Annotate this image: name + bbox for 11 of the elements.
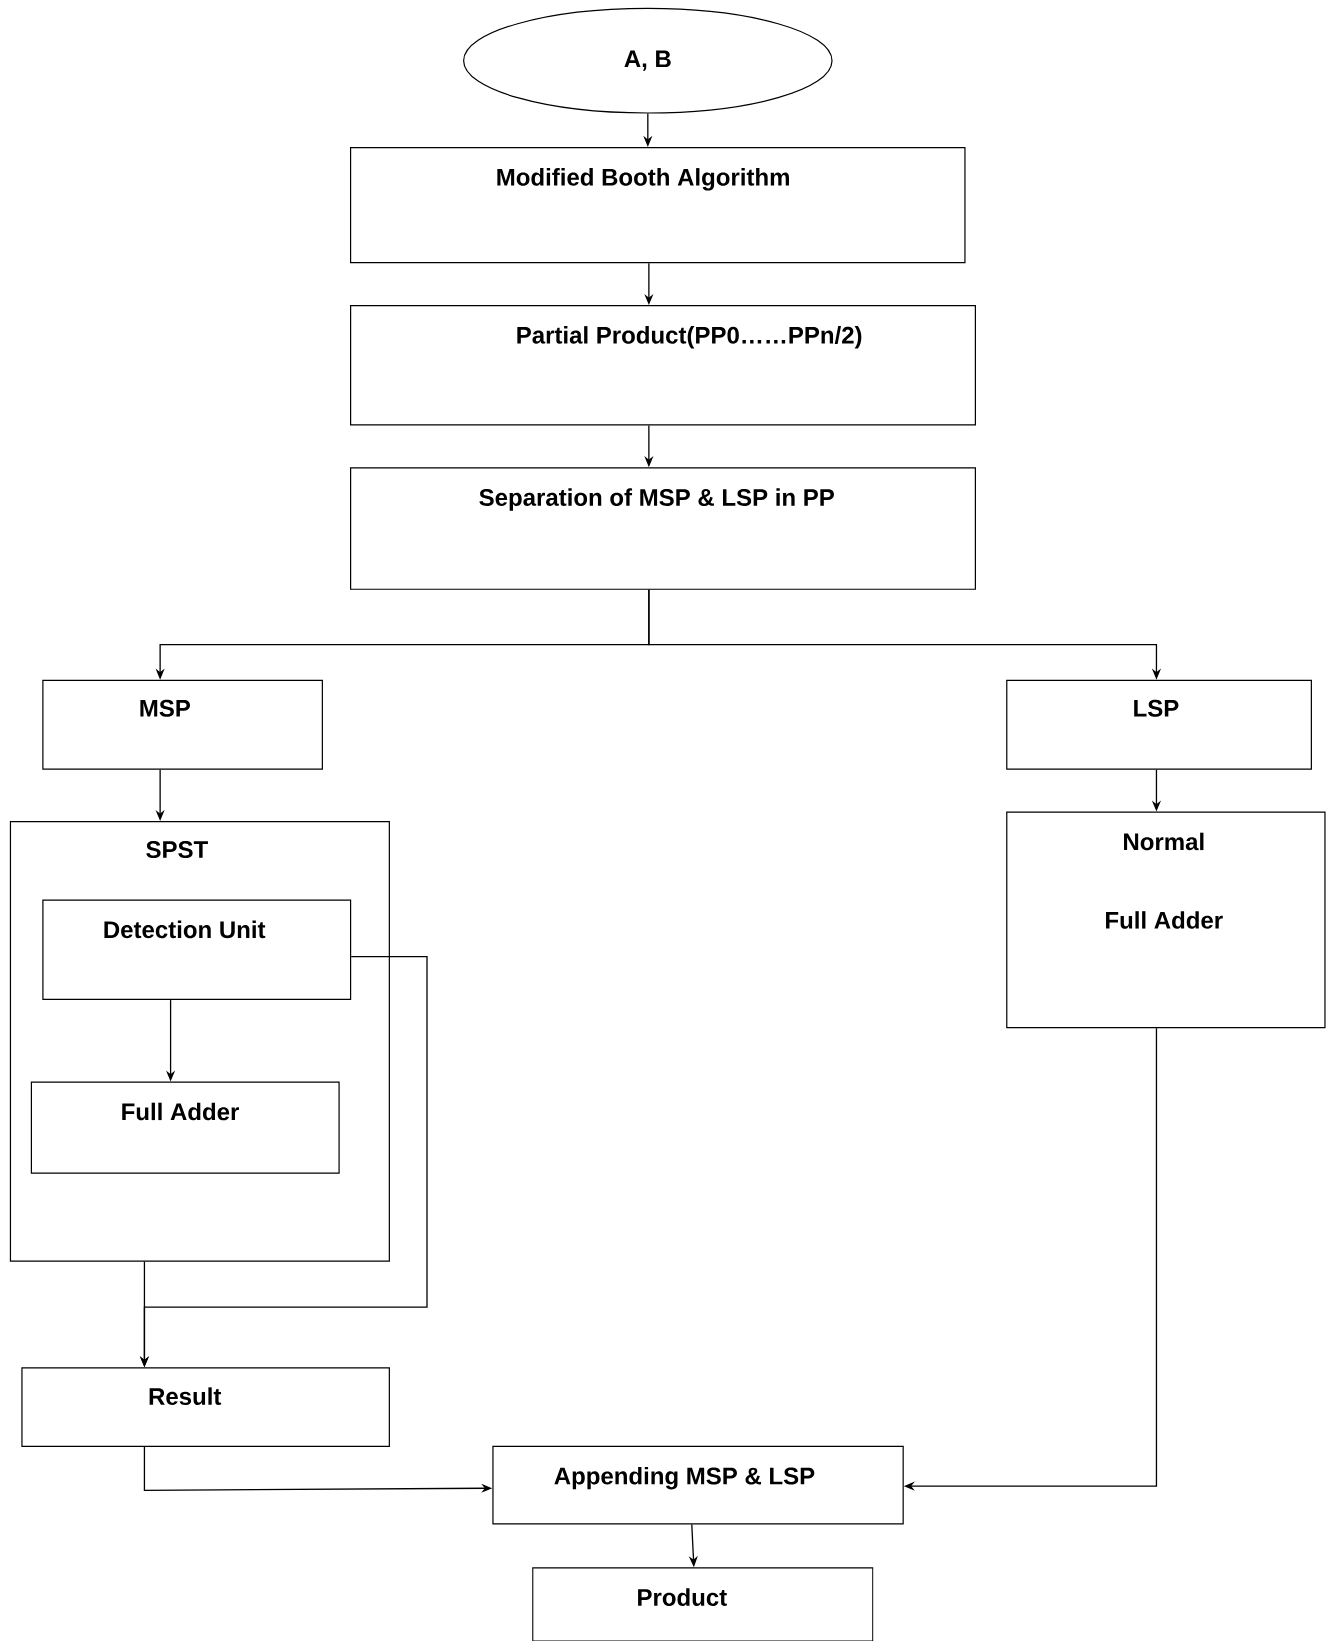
process-box: Normal Full Adder [1006,811,1326,1029]
process-box: Product [532,1567,874,1641]
process-box: Separation of MSP & LSP in PP [349,467,976,590]
process-box: MSP [42,679,323,770]
process-box: Partial Product(PP0……PPn/2) [349,305,976,426]
process-box: Result [21,1367,390,1447]
process-box: Modified Booth Algorithm [349,146,966,264]
process-box: Full Adder [30,1081,340,1174]
process-box: Appending MSP & LSP [492,1445,904,1525]
process-box: Detection Unit [42,899,352,1001]
process-box: LSP [1006,679,1312,770]
